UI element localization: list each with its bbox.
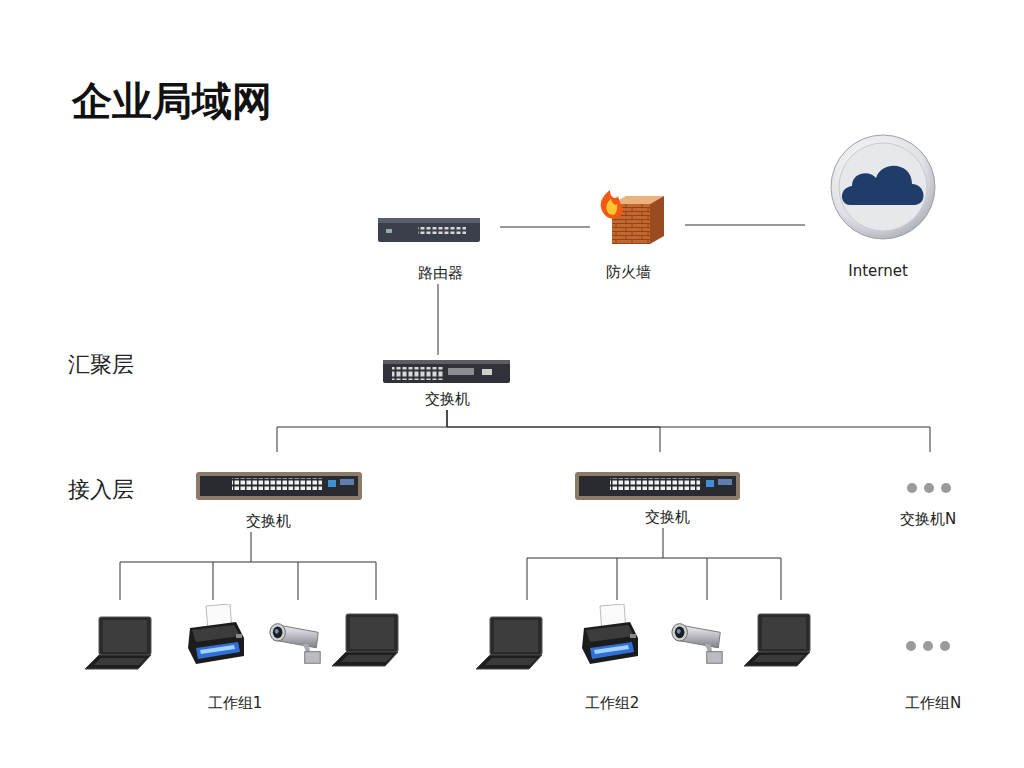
node-label: 交换机: [246, 512, 291, 530]
switch-node: 交换机: [190, 452, 368, 532]
workgroup-node: 工作组1: [80, 600, 405, 714]
router-node: 路由器: [375, 212, 500, 284]
switch-node: 交换机: [570, 452, 746, 528]
laptop-icon: [744, 614, 810, 666]
internet-node: Internet: [805, 130, 955, 282]
layer-label: 接入层: [68, 475, 134, 505]
workgroup-node: 工作组N: [890, 628, 978, 714]
cloud-icon: [831, 135, 935, 239]
node-label: 交换机: [645, 508, 690, 526]
diagram-title: 企业局域网: [72, 74, 272, 129]
network-link: [447, 410, 660, 452]
network-link: [685, 225, 805, 226]
printer-icon: [188, 604, 244, 664]
layer-label: 汇聚层: [68, 350, 134, 380]
camera-icon: [672, 624, 722, 664]
switch-icon: [196, 472, 362, 500]
node-label: 路由器: [418, 264, 463, 282]
workgroup-node: 工作组2: [470, 600, 815, 714]
router-icon: [378, 218, 480, 242]
camera-icon: [270, 624, 320, 664]
network-link: [447, 410, 930, 452]
laptop-icon: [85, 617, 151, 669]
network-link: [527, 528, 781, 600]
firewall-icon: [601, 190, 664, 244]
node-label: 交换机: [425, 390, 470, 408]
switch-icon: [383, 360, 510, 383]
node-label: 工作组2: [585, 694, 640, 712]
node-label: Internet: [848, 262, 908, 280]
node-label: 交换机N: [900, 510, 956, 528]
network-link: [120, 532, 376, 600]
printer-icon: [582, 604, 638, 664]
network-link: [500, 227, 590, 228]
switch-node: 交换机N: [883, 452, 973, 530]
network-link: [277, 410, 447, 452]
node-label: 防火墙: [606, 263, 651, 281]
node-label: 工作组N: [905, 694, 961, 712]
laptop-icon: [476, 617, 542, 669]
laptop-icon: [332, 614, 398, 666]
switch-icon: [575, 472, 740, 500]
ellipsis-dots: [906, 483, 951, 651]
network-link: [438, 284, 439, 355]
firewall-node: 防火墙: [590, 185, 685, 283]
node-label: 工作组1: [208, 694, 263, 712]
switch-node: 交换机: [380, 355, 514, 410]
